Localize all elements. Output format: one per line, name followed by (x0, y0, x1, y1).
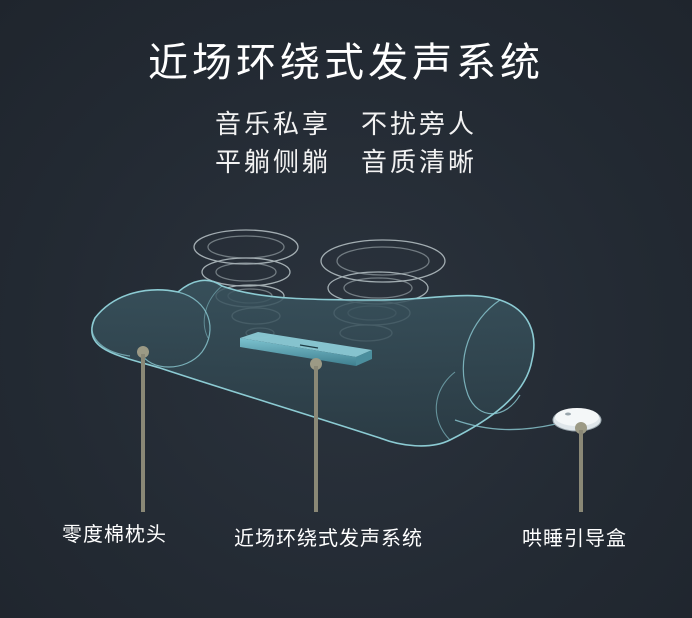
label-sleep-box: 哄睡引导盒 (522, 526, 627, 550)
label-speaker-system: 近场环绕式发声系统 (234, 526, 423, 550)
tagline-clear-sound: 音质清晰 (361, 148, 478, 178)
tagline-music-private: 音乐私享 (214, 110, 331, 140)
leader-line-pillow (137, 346, 149, 512)
speaker-bar-icon (240, 332, 372, 366)
tagline-no-disturb: 不扰旁人 (361, 110, 478, 140)
tagline-line-2: 平躺侧躺音质清晰 (0, 142, 692, 179)
tagline-line-1: 音乐私享不扰旁人 (0, 104, 692, 141)
sleep-guide-box-icon (552, 408, 602, 432)
leader-line-box (575, 422, 587, 512)
tagline-lying-positions: 平躺侧躺 (214, 148, 331, 178)
page-title: 近场环绕式发声系统 (148, 40, 544, 86)
label-pillow: 零度棉枕头 (62, 522, 167, 546)
leader-line-speaker (310, 358, 322, 512)
pillow-body-icon (91, 279, 557, 447)
